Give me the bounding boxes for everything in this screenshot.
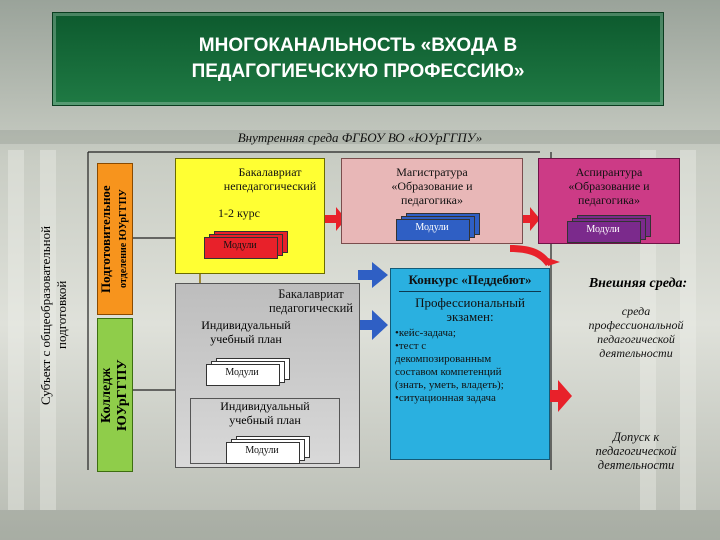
exam-bullet-5: (знать, уметь, владеть); <box>395 379 504 391</box>
module-label: Модули <box>223 240 257 251</box>
bach-np-line-1: Бакалавриат <box>238 165 302 179</box>
slide-title: МНОГОКАНАЛЬНОСТЬ «ВХОДА В ПЕДАГОГИЕЧСКУЮ… <box>52 12 664 106</box>
external-line-3: педагогической <box>597 332 675 346</box>
external-env-title: Внешняя среда: <box>588 276 688 291</box>
modules-stack-purple: Модули <box>567 215 651 243</box>
individual-plan-2: Индивидуальный учебный план <box>190 398 340 464</box>
modules-stack-white-2: Модули <box>226 436 310 464</box>
masters-line-2: «Образование и <box>391 179 473 193</box>
title-line-2: ПЕДАГОГИЕЧСКУЮ ПРОФЕССИЮ» <box>191 61 525 82</box>
subject-label: Субъект с общеобразовательной подготовко… <box>24 165 84 465</box>
admission-line-1: Допуск к <box>612 430 660 444</box>
admission-label: Допуск к педагогической деятельности <box>566 430 706 472</box>
external-line-2: профессиональной <box>588 318 684 332</box>
preparatory-department-box: Подготовительное отделение ЮУрГГПУ <box>97 163 133 315</box>
postgrad-line-3: педагогика» <box>578 193 640 207</box>
contest-title: Конкурс «Педдебют» <box>408 272 532 287</box>
masters-line-3: педагогика» <box>401 193 463 207</box>
external-line-1: среда <box>621 304 651 318</box>
exam-bullet-2: •тест с <box>395 340 427 352</box>
masters-line-1: Магистратура <box>396 165 468 179</box>
modules-stack-blue: Модули <box>396 213 480 241</box>
building-backdrop <box>0 130 720 540</box>
college-box: Колледж ЮУрГГПУ <box>97 318 133 472</box>
bachelor-pedagogical-box: Бакалавриат педагогический Индивидуальны… <box>175 283 360 468</box>
college-line-1: Колледж <box>99 367 114 423</box>
admission-line-3: деятельности <box>597 458 675 472</box>
individual-plan-1: Индивидуальный учебный план <box>186 318 306 346</box>
title-line-1: МНОГОКАНАЛЬНОСТЬ «ВХОДА В <box>198 35 518 56</box>
subject-line-1: Субъект с общеобразовательной <box>38 225 53 405</box>
postgraduate-box: Аспирантура «Образование и педагогика» М… <box>538 158 680 244</box>
module-label: Модули <box>586 224 620 235</box>
iup1-line-1: Индивидуальный <box>201 318 291 332</box>
exam-bullet-6: •ситуационная задача <box>395 392 496 404</box>
modules-stack-white-1: Модули <box>206 358 290 386</box>
postgrad-line-2: «Образование и <box>568 179 650 193</box>
modules-stack-red: Модули <box>204 231 288 259</box>
subject-line-2: подготовкой <box>54 280 69 350</box>
masters-box: Магистратура «Образование и педагогика» … <box>341 158 523 244</box>
external-line-4: деятельности <box>599 346 673 360</box>
bach-p-line-2: педагогический <box>268 301 353 315</box>
exam-bullet-4: составом компетенций <box>395 366 502 378</box>
iup1-line-2: учебный план <box>210 332 282 346</box>
exam-line-1: Профессиональный <box>415 295 525 310</box>
bachelor-nonpedagogical-box: Бакалавриат непедагогический 1-2 курс Мо… <box>175 158 325 274</box>
postgrad-line-1: Аспирантура <box>575 165 643 179</box>
iup2-line-1: Индивидуальный <box>220 399 310 413</box>
iup2-line-2: учебный план <box>229 413 301 427</box>
external-env-desc: среда профессиональной педагогической де… <box>556 304 716 360</box>
prep-line-1: Подготовительное <box>98 185 113 293</box>
prep-line-2: отделение ЮУрГГПУ <box>118 189 129 289</box>
college-line-2: ЮУрГГПУ <box>115 359 130 431</box>
course-label: 1-2 курс <box>218 206 260 220</box>
module-label: Модули <box>225 367 259 378</box>
exam-line-2: экзамен: <box>446 309 494 324</box>
contest-box: Конкурс «Педдебют» Профессиональный экза… <box>390 268 550 460</box>
exam-bullet-1: •кейс-задача; <box>395 327 456 339</box>
inner-environment-label: Внутренняя среда ФГБОУ ВО «ЮУрГГПУ» <box>237 130 483 145</box>
bach-p-line-1: Бакалавриат <box>278 287 344 301</box>
admission-line-2: педагогической <box>595 444 677 458</box>
exam-bullet-3: декомпозированным <box>395 353 492 365</box>
module-label: Модули <box>415 222 449 233</box>
bach-np-line-2: непедагогический <box>223 179 317 193</box>
module-label: Модули <box>245 445 279 456</box>
